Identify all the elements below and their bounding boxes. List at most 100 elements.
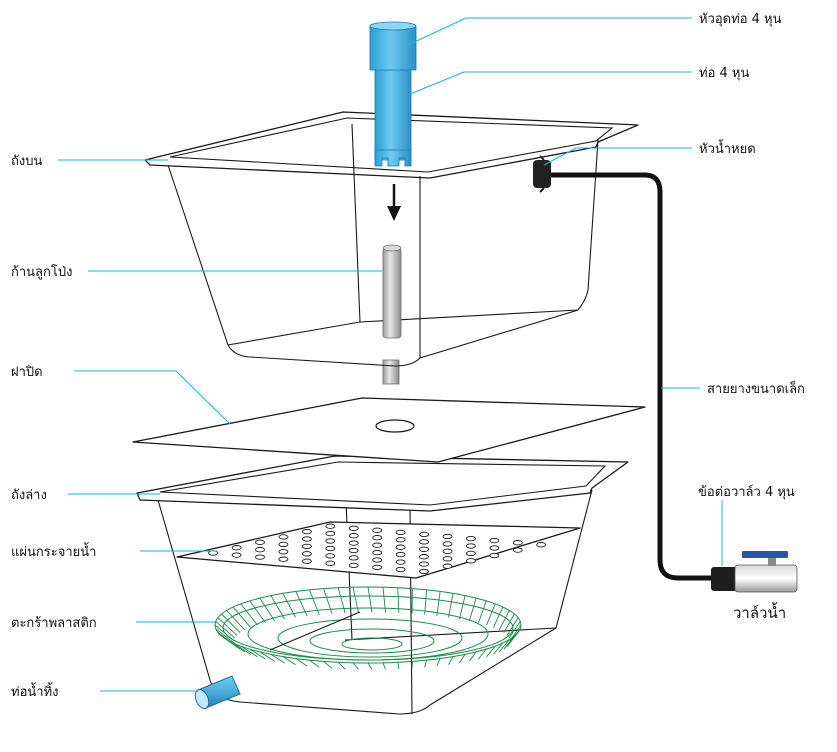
basket-mesh-line <box>295 591 308 617</box>
basket-mesh-line <box>323 661 333 669</box>
spreader-hole <box>255 547 265 553</box>
basket-mesh-line <box>509 624 522 642</box>
basket-mesh-line <box>492 606 504 628</box>
spreader-hole <box>348 562 359 569</box>
spreader-hole <box>348 555 359 561</box>
spreader-hole <box>372 535 383 541</box>
spreader-hole <box>348 533 359 539</box>
spreader-hole <box>465 543 476 549</box>
spreader-hole <box>512 547 523 553</box>
basket-mesh-line <box>506 617 519 636</box>
spreader-hole <box>301 536 312 542</box>
pipe-cap-top <box>369 21 417 31</box>
pipe-end-cap <box>369 25 417 71</box>
float-rod-stub <box>382 359 400 385</box>
upper-tank-rim-inner <box>169 117 614 173</box>
label-float-rod: ก้านลูกโป่ง <box>11 264 72 280</box>
leader-vent-cap <box>407 17 692 46</box>
small-hose <box>545 172 715 581</box>
spreader-hole <box>325 553 336 559</box>
basket-mesh-line <box>503 635 515 650</box>
spreader-hole <box>325 560 336 566</box>
spreader-hole <box>465 558 476 564</box>
basket-mesh-line <box>382 587 386 613</box>
upper-tank-body <box>167 139 599 367</box>
basket-mesh-line <box>295 658 308 667</box>
spreader-hole <box>348 547 359 554</box>
basket-mesh <box>214 586 522 670</box>
spreader-hole <box>489 545 500 551</box>
float-rod <box>382 244 402 339</box>
lower-tank <box>136 454 629 715</box>
spreader-hole <box>372 564 383 571</box>
label-lower-tank: ถังล่าง <box>11 488 47 503</box>
spreader-hole <box>419 568 429 575</box>
label-valve-connector: ข้อต่อวาล์ว 4 หุน <box>698 484 795 500</box>
basket-mesh-line <box>477 600 487 624</box>
basket-mesh-line <box>214 624 235 642</box>
float-rod-top <box>382 244 402 252</box>
spreader-hole <box>325 523 336 529</box>
spreader-hole <box>301 558 312 564</box>
basket-mesh-line <box>309 659 320 668</box>
spreader-hole <box>395 559 406 565</box>
basket-mesh-line <box>498 639 510 653</box>
basket-mesh-line <box>215 628 236 645</box>
spreader-hole <box>395 544 406 550</box>
basket-mesh-line <box>249 600 266 624</box>
basket-mesh-line <box>424 659 428 668</box>
spreader-hole <box>348 540 359 546</box>
spreader-hole <box>372 542 383 548</box>
label-valve: วาล์วน้ำ <box>733 602 786 622</box>
spreader-hole <box>255 539 265 545</box>
spreader-hole <box>278 556 289 562</box>
drip-head <box>533 160 551 188</box>
spreader-hole <box>465 550 476 557</box>
spreader-hole <box>419 546 429 552</box>
spreader-hole <box>419 531 430 538</box>
basket-mesh-line <box>424 589 428 615</box>
label-small-hose: สายยางขนาดเล็ก <box>707 379 805 397</box>
basket-mesh-line <box>226 610 246 631</box>
basket-mesh-line <box>337 587 346 614</box>
basket-mesh-line <box>382 662 386 670</box>
labels: หัวอุดท่อ 4 หุน ท่อ 4 หุน ถังบน หัวน้ำหย… <box>11 12 805 700</box>
spreader-hole <box>536 542 547 548</box>
spreader-hole <box>325 545 336 552</box>
spreader-hole <box>372 527 383 533</box>
spreader-hole <box>301 543 312 550</box>
basket-support-line <box>269 611 361 651</box>
basket-mesh-line <box>270 654 285 664</box>
upper-tank-floor-back <box>227 309 579 346</box>
valve-body <box>734 564 798 593</box>
basket-mesh-line <box>232 606 251 628</box>
spreader-hole <box>325 530 336 537</box>
basket-mesh-line <box>308 589 320 615</box>
spreader-hole <box>278 549 289 555</box>
basket-mesh-line <box>270 595 285 620</box>
spreader-hole <box>325 538 336 544</box>
spreader-hole <box>395 537 406 543</box>
label-vent-cap: หัวอุดท่อ 4 หุน <box>699 12 782 27</box>
basket-mesh-line <box>249 648 266 660</box>
basket-mesh-line <box>469 651 477 662</box>
basket-mesh-line <box>397 587 400 614</box>
basket-mesh-line <box>215 620 236 639</box>
spreader-hole <box>348 525 359 531</box>
basket-mesh-line <box>282 656 296 666</box>
spreader-hole <box>419 561 429 567</box>
label-upper-tank: ถังบน <box>11 154 42 169</box>
lid-hole <box>375 419 415 433</box>
upper-tank-back-corner <box>351 123 361 323</box>
spreader-hole <box>278 534 289 540</box>
spreader-hole <box>301 551 312 557</box>
float-rod-bottom <box>382 359 400 385</box>
leader-lines <box>58 17 723 692</box>
basket-mesh-line <box>240 603 258 626</box>
basket-rim <box>214 586 522 664</box>
basket-mesh-line <box>448 656 454 665</box>
basket-ring-3 <box>277 618 463 658</box>
basket-mesh-line <box>217 617 238 636</box>
spreader-hole <box>395 551 406 558</box>
